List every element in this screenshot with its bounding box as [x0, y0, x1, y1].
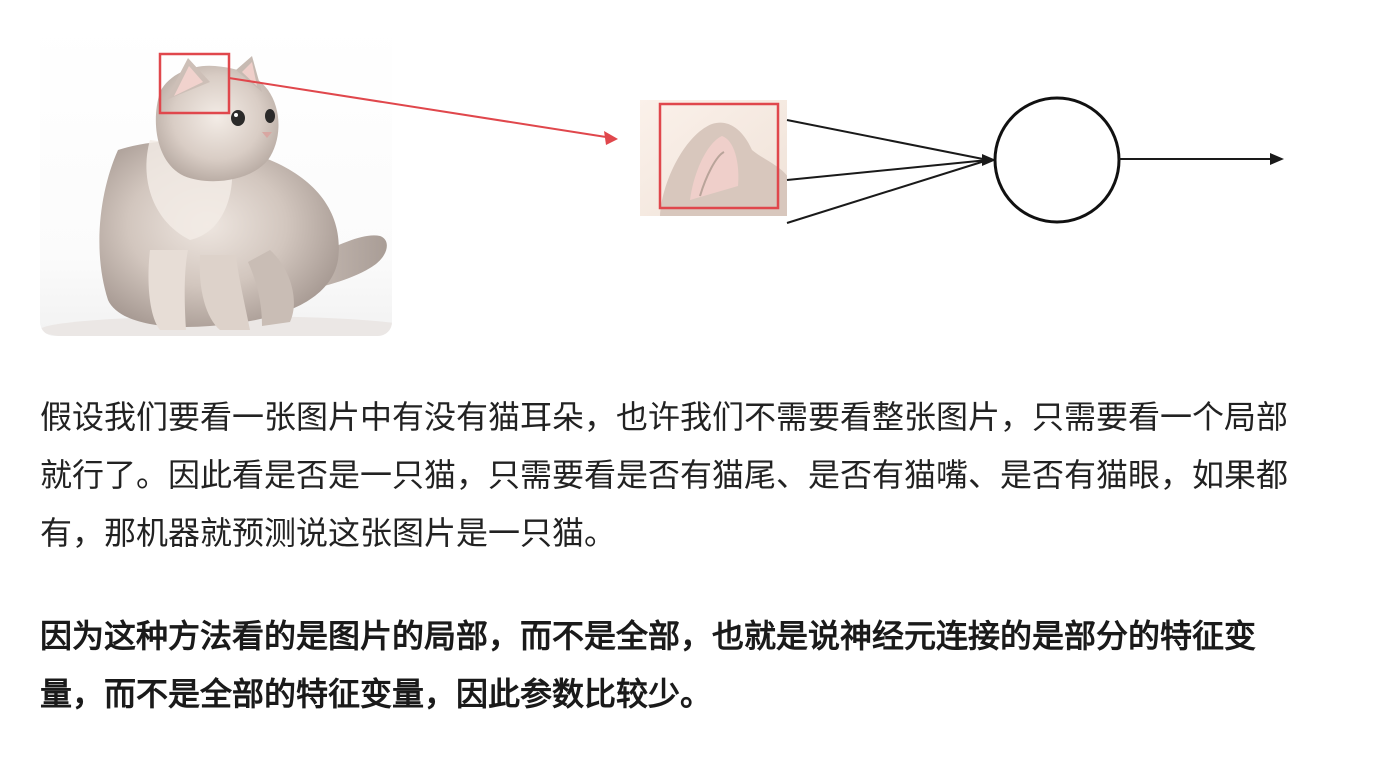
output-arrow-head	[1270, 153, 1284, 165]
input-line-2	[786, 159, 989, 181]
explanation-paragraph: 假设我们要看一张图片中有没有猫耳朵，也许我们不需要看整张图片，只需要看一个局部就…	[40, 398, 1289, 552]
cat-neuron-figure	[0, 0, 1378, 350]
highlight-arrow-head	[604, 131, 618, 145]
patch-highlight-box	[658, 102, 780, 210]
conclusion-paragraph: 因为这种方法看的是图片的局部，而不是全部，也就是说神经元连接的是部分的特征变量，…	[40, 617, 1257, 713]
neuron-circle	[993, 96, 1121, 224]
ear-patch	[640, 100, 787, 216]
input-line-1	[786, 119, 989, 161]
cat-eye	[231, 110, 245, 126]
input-arrow-head	[982, 154, 996, 166]
cat-illustration	[40, 56, 392, 336]
cat-head	[155, 65, 279, 182]
input-line-3	[786, 159, 989, 224]
highlight-arrow-line	[228, 77, 607, 138]
ear-highlight-box	[158, 52, 231, 115]
neuron-diagram	[40, 52, 1284, 336]
